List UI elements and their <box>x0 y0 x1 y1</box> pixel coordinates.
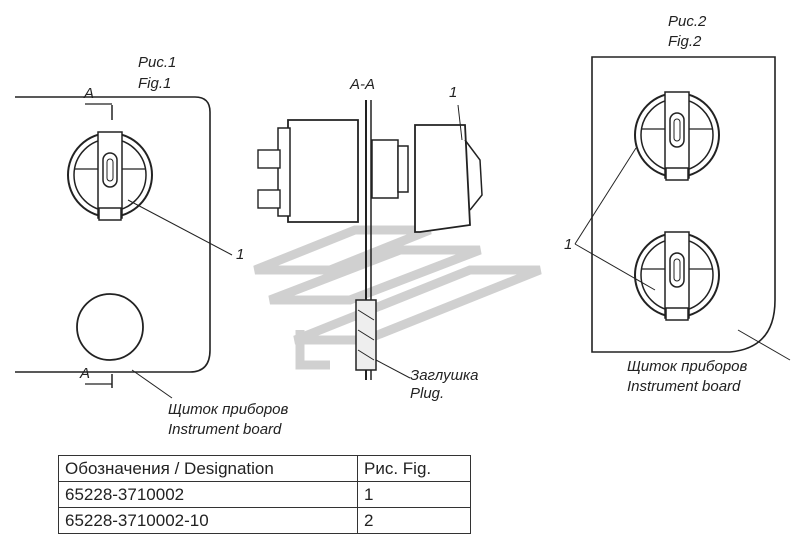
fig1-switch <box>67 131 153 221</box>
table-cell-designation: 65228-3710002-10 <box>58 507 358 534</box>
fig2-board-label-en: Instrument board <box>627 378 741 395</box>
fig1-callout-leader <box>127 199 233 256</box>
table-header-designation: Обозначения / Designation <box>58 455 358 482</box>
fig2-callout-number: 1 <box>564 236 573 253</box>
plug-label-ru: Заглушка <box>410 367 479 384</box>
fig1-section-marker-top: A <box>84 85 95 102</box>
fig1-callout-number: 1 <box>236 246 245 263</box>
table-cell-designation: 65228-3710002 <box>58 481 358 508</box>
table-row: 65228-3710002-10 2 <box>58 507 471 534</box>
watermark-logo <box>253 225 542 370</box>
fig1-title-ru: Рис.1 <box>138 54 177 71</box>
section-title: A-A <box>350 76 376 93</box>
fig2-board-label-ru: Щиток приборов <box>627 358 748 375</box>
fig2-callout-leaders <box>574 147 656 291</box>
fig2-switch-top <box>634 91 720 181</box>
designation-table: Обозначения / Designation Рис. Fig. 6522… <box>58 455 471 534</box>
fig2-title-en: Fig.2 <box>668 33 702 50</box>
fig1-instrument-board <box>15 96 211 399</box>
fig1-title-en: Fig.1 <box>138 75 172 92</box>
plug-label-en: Plug. <box>410 385 445 402</box>
fig1-board-label-ru: Щиток приборов <box>168 401 289 418</box>
fig2-instrument-board <box>591 56 791 361</box>
section-callout-number: 1 <box>449 84 458 101</box>
table-cell-figure: 1 <box>357 481 471 508</box>
fig1-section-marker-bottom: A <box>80 365 91 382</box>
section-a-a-drawing <box>257 100 483 380</box>
table-header-figure: Рис. Fig. <box>357 455 471 482</box>
fig1-board-label-en: Instrument board <box>168 421 282 438</box>
fig2-switch-bottom <box>634 231 720 321</box>
table-row: 65228-3710002 1 <box>58 481 471 508</box>
table-cell-figure: 2 <box>357 507 471 534</box>
fig2-title-ru: Рис.2 <box>668 13 707 30</box>
table-header-row: Обозначения / Designation Рис. Fig. <box>58 455 471 482</box>
